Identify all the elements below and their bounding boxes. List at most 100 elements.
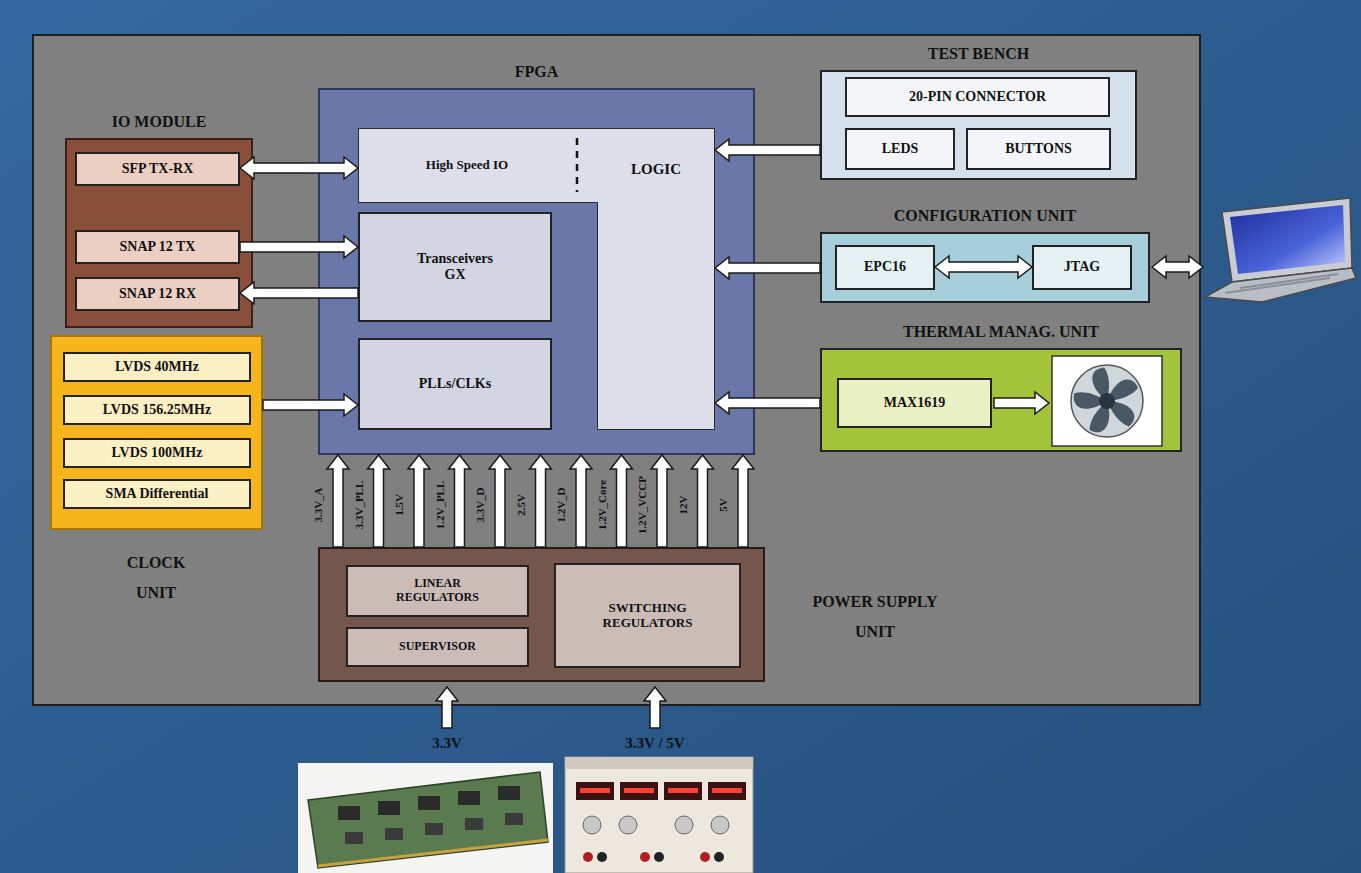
board-chip <box>505 813 523 825</box>
block-arrow <box>715 392 820 414</box>
transceiver-block: Transceivers GX <box>358 212 552 322</box>
unit-heading: THERMAL MANAG. UNIT <box>903 323 1099 340</box>
unit-heading: POWER SUPPLY UNIT <box>812 593 937 640</box>
rail-label: 12V <box>677 496 689 515</box>
psu-terminal <box>583 852 593 862</box>
block-arrow <box>240 157 358 179</box>
laptop-keys <box>1240 274 1338 288</box>
text-holder: Transceivers GX <box>405 251 505 283</box>
text-holder: FPGA <box>318 63 755 81</box>
psu-terminal <box>654 852 664 862</box>
block-arrow <box>611 455 633 547</box>
rail-name: 2.5V <box>515 494 527 516</box>
block-label: EPC16 <box>864 259 906 274</box>
pll-block: PLLs/CLKs <box>358 338 552 430</box>
block-label: SUPERVISOR <box>399 639 476 653</box>
laptop-screen <box>1230 205 1345 274</box>
text-holder: LVDS 100MHz <box>112 445 203 461</box>
rail-label: 1.5V <box>393 494 405 516</box>
block-label: BUTTONS <box>1005 141 1072 156</box>
text-holder: LINEAR REGULATORS <box>383 577 493 605</box>
block-label: JTAG <box>1064 259 1100 274</box>
psu-knob <box>675 816 693 834</box>
psu-display <box>576 782 614 800</box>
config-unit: CONFIGURATION UNITEPC16JTAG <box>820 232 1150 303</box>
rail-name: 3.3V_A <box>312 487 324 522</box>
rail-name: 1.2V_PLL <box>434 481 446 530</box>
clock-source: LVDS 156.25MHz <box>63 395 251 425</box>
text-holder: CONFIGURATION UNIT <box>820 207 1150 225</box>
module-port: SNAP 12 RX <box>75 277 240 311</box>
board-chip <box>338 806 360 820</box>
text-holder: LVDS 156.25MHz <box>103 402 211 418</box>
unit-heading: TEST BENCH <box>928 45 1030 62</box>
rail-label: 3.3V_A <box>312 487 324 522</box>
text-holder: SUPERVISOR <box>399 640 476 654</box>
fan-frame <box>1052 356 1162 446</box>
rail-label: 1.2V_VCCP <box>636 476 648 534</box>
block-arrow <box>327 455 349 547</box>
block-label: High Speed IO <box>426 157 508 172</box>
module-port: SNAP 12 TX <box>75 230 240 264</box>
psu-photo <box>565 757 753 873</box>
block-arrow <box>408 455 430 547</box>
board-chip <box>418 796 440 810</box>
block-arrow <box>263 394 358 416</box>
block-arrow <box>715 257 820 279</box>
text-holder: IO MODULE <box>65 113 253 131</box>
text-holder: SWITCHING REGULATORS <box>573 601 723 631</box>
board-chip <box>465 818 483 830</box>
text-holder: THERMAL MANAG. UNIT <box>820 323 1182 341</box>
supply-voltage-label: 3.3V <box>432 735 462 752</box>
power-part: SWITCHING REGULATORS <box>554 563 741 668</box>
bench-part: BUTTONS <box>966 128 1111 170</box>
psu-display-glow <box>712 788 742 793</box>
voltage-text: 3.3V <box>432 735 462 751</box>
rail-name: 5V <box>717 498 729 511</box>
text-holder: CLOCK UNIT <box>106 548 206 609</box>
block-label: MAX1619 <box>884 395 945 410</box>
board-pcb <box>308 772 548 868</box>
laptop-lid <box>1222 198 1352 282</box>
voltage-text: 3.3V / 5V <box>625 735 684 751</box>
block-label: PLLs/CLKs <box>419 376 491 391</box>
block-arrow <box>935 256 1032 278</box>
board-chip <box>385 828 403 840</box>
rail-name: 1.2V_VCCP <box>636 476 648 534</box>
block-arrow <box>651 455 673 547</box>
psu-terminal <box>597 852 607 862</box>
board-chip <box>458 791 480 805</box>
bench-part: LEDS <box>845 128 955 170</box>
unit-heading: FPGA <box>515 63 559 80</box>
thermal-unit: THERMAL MANAG. UNITMAX1619 <box>820 348 1182 452</box>
text-holder: SMA Differential <box>106 486 209 502</box>
block-arrow <box>530 455 552 547</box>
block-arrow <box>240 236 358 258</box>
psu-display <box>708 782 746 800</box>
clock-source: SMA Differential <box>63 479 251 509</box>
board-photo <box>298 763 553 873</box>
block-arrow <box>240 282 358 304</box>
block-label: SMA Differential <box>106 486 209 501</box>
thermal-part: MAX1619 <box>837 378 992 428</box>
text-holder: SNAP 12 TX <box>120 239 196 255</box>
rail-label: 1.2V_Core <box>596 480 608 530</box>
io-module: IO MODULESFP TX-RXSNAP 12 TXSNAP 12 RX <box>65 138 253 328</box>
power-part: SUPERVISOR <box>346 627 529 667</box>
block-label: LVDS 100MHz <box>112 445 203 460</box>
board-chip <box>378 801 400 815</box>
psu-knob <box>619 816 637 834</box>
logic-fill <box>575 128 715 430</box>
psu-terminal <box>714 852 724 862</box>
block-arrow <box>489 455 511 547</box>
block-arrow <box>732 455 754 547</box>
power-input-arrow <box>644 687 666 728</box>
psu-display-glow <box>580 788 610 793</box>
board-chip <box>345 832 363 844</box>
psu-display-glow <box>624 788 654 793</box>
text-holder: SFP TX-RX <box>122 161 194 177</box>
block-arrow <box>715 139 820 161</box>
fpga-block: FPGAHigh Speed IOLOGICTransceivers GXPLL… <box>318 88 755 455</box>
text-holder: JTAG <box>1064 259 1100 275</box>
